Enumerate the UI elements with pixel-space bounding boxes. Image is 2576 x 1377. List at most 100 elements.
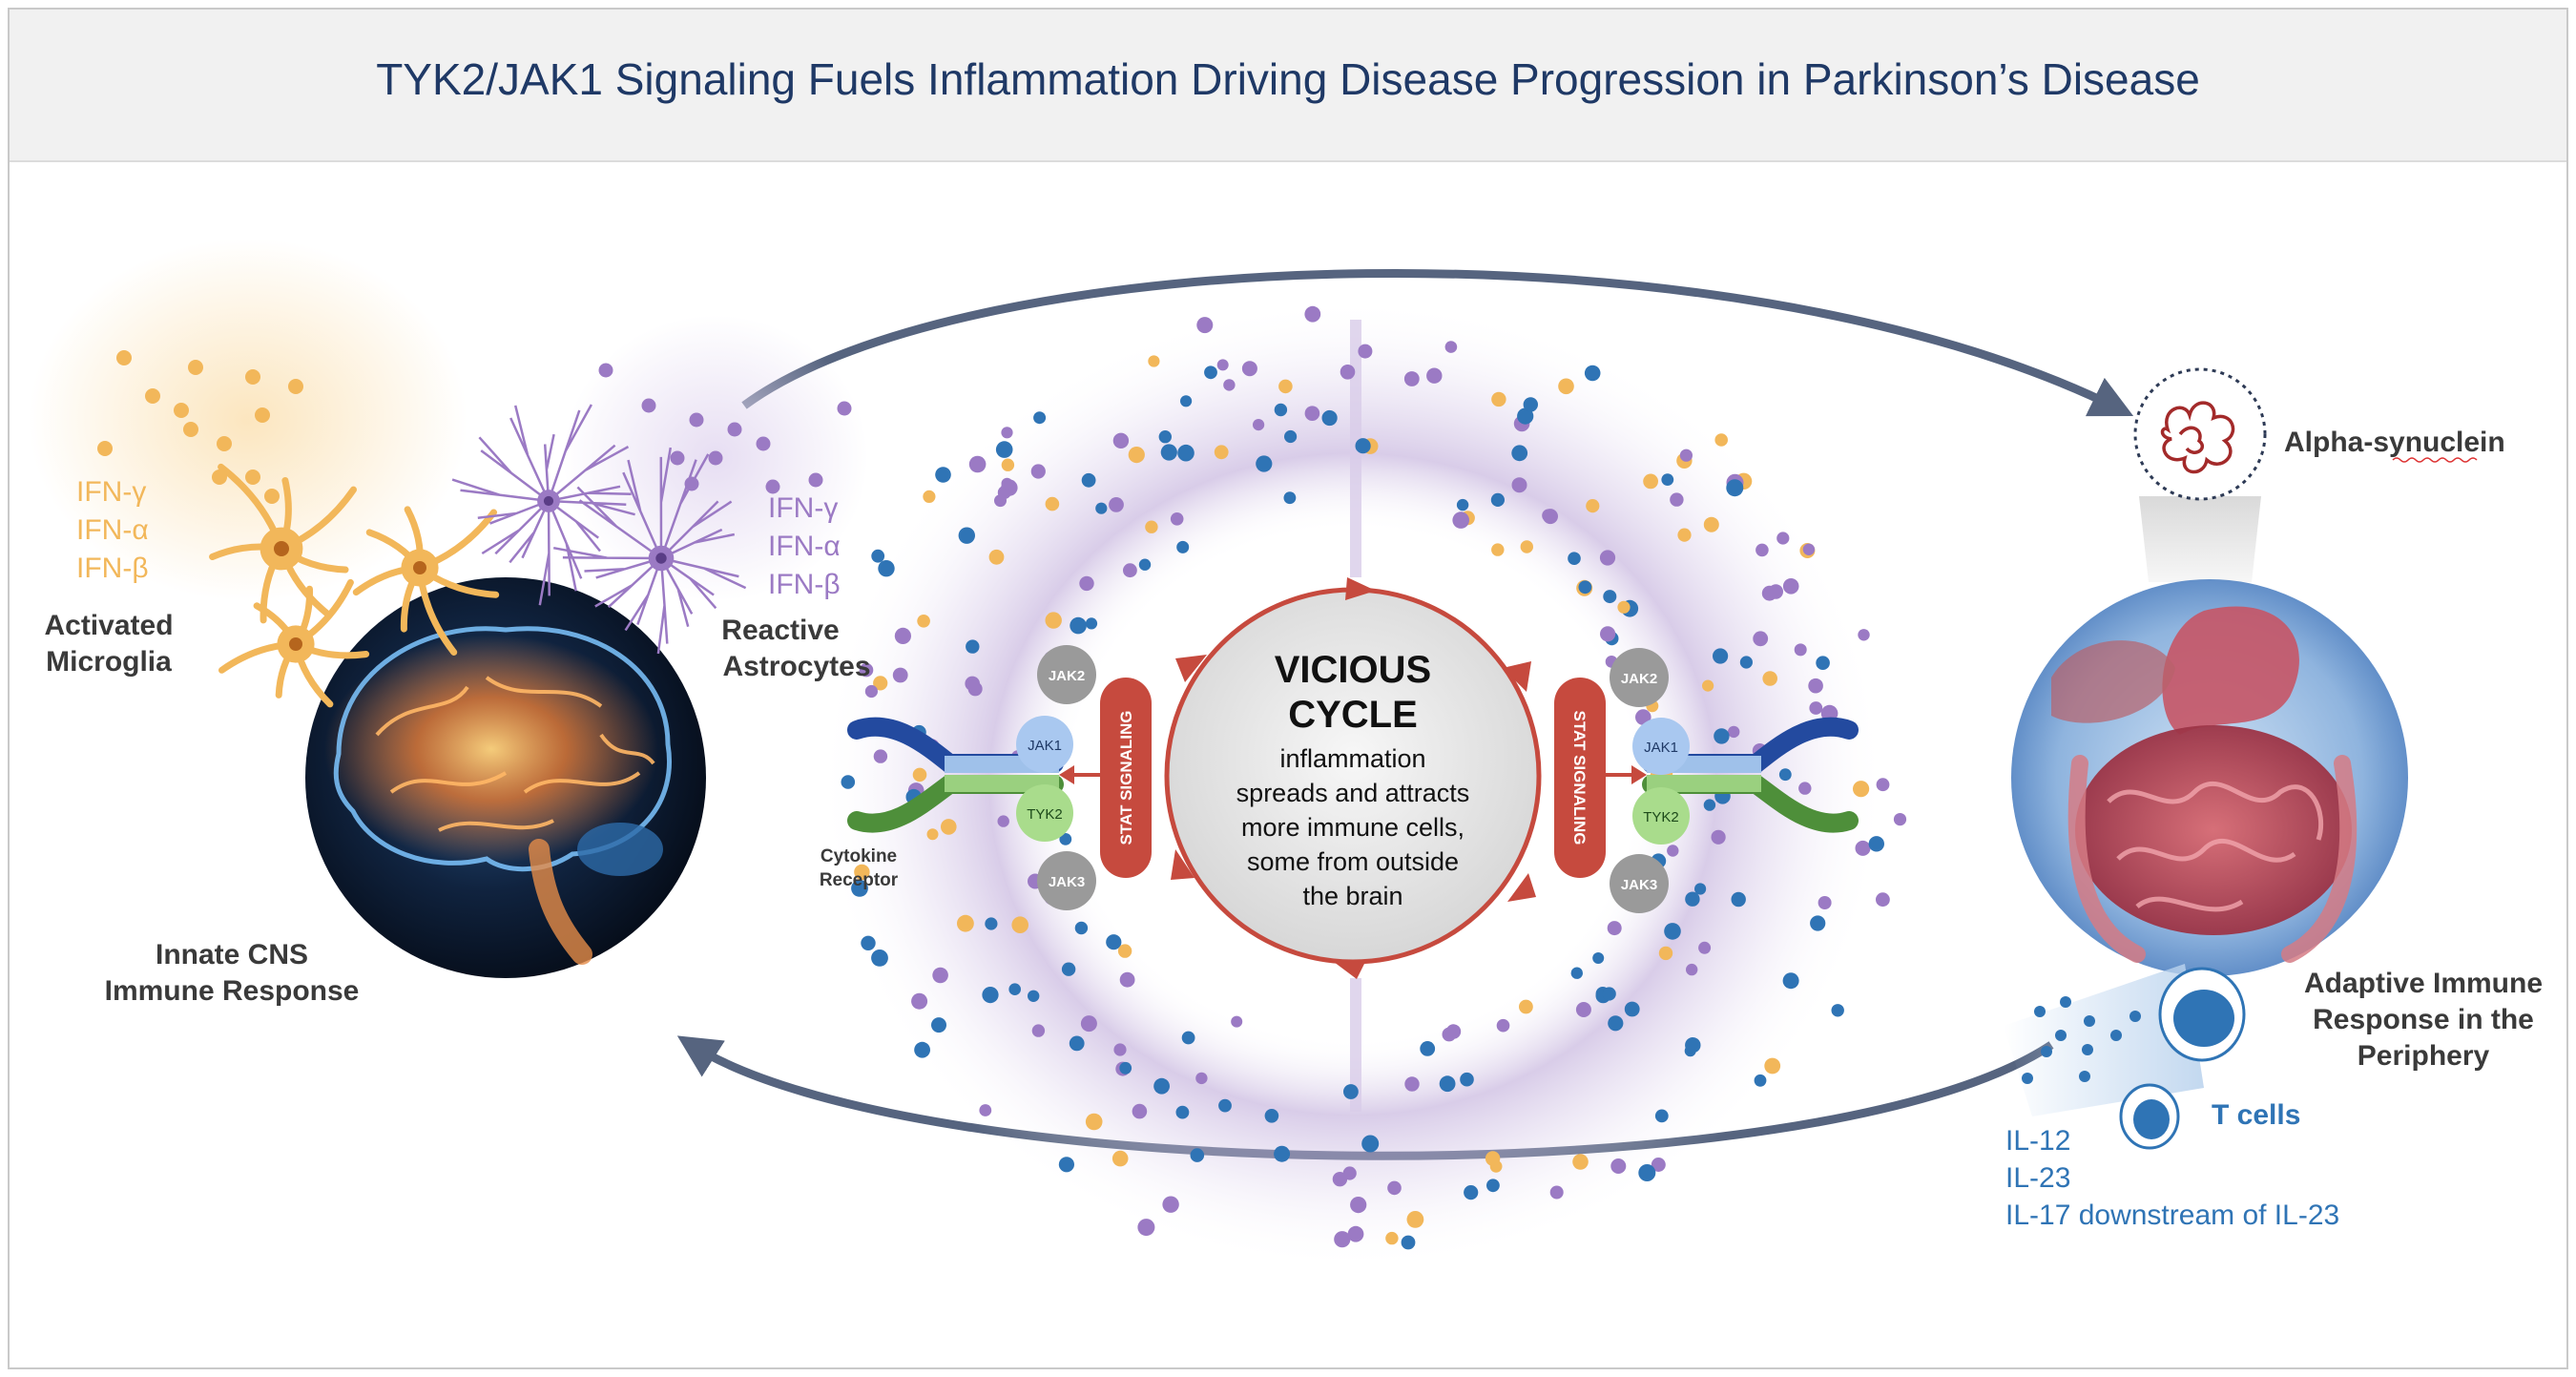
il-dot bbox=[2084, 1015, 2095, 1027]
cytokine-particle bbox=[1728, 725, 1740, 739]
cytokine-particle bbox=[995, 441, 1013, 458]
cytokine-particle bbox=[1059, 833, 1072, 845]
astrocyte-nucleus bbox=[543, 495, 554, 507]
cytokine-particle bbox=[1686, 963, 1698, 976]
cytokine-particle bbox=[1175, 1105, 1190, 1119]
cytokine-particle bbox=[1119, 1061, 1132, 1074]
cytokine-particle bbox=[1610, 1158, 1627, 1174]
ifn-dot-orange bbox=[174, 403, 189, 418]
cytokine-particle bbox=[923, 490, 936, 503]
cytokine-particle bbox=[1460, 1072, 1474, 1087]
cytokine-particle bbox=[1138, 558, 1152, 571]
cytokine-particle bbox=[1685, 891, 1700, 907]
cytokine-particle bbox=[1511, 477, 1527, 493]
cytokine-particle bbox=[1667, 845, 1679, 857]
synuclein-cone bbox=[2139, 496, 2261, 582]
cytokine-particle bbox=[1517, 407, 1534, 425]
cytokine-particle bbox=[1030, 464, 1046, 479]
tcell-large-nucleus bbox=[2173, 990, 2234, 1047]
left-jak1-node bbox=[1016, 716, 1073, 773]
microglia-ifn-alpha: IFN-α bbox=[76, 514, 149, 546]
cytokine-particle bbox=[1304, 406, 1320, 422]
periphery-label-3: Periphery bbox=[2358, 1040, 2490, 1072]
left-jak3-label: JAK3 bbox=[1049, 874, 1085, 890]
tcell-il23: IL-23 bbox=[2005, 1162, 2070, 1194]
ifn-dot-orange bbox=[245, 369, 260, 385]
cytokine-particle bbox=[1755, 543, 1769, 557]
cytokine-particle bbox=[1753, 631, 1769, 647]
liver bbox=[2051, 640, 2175, 723]
cytokine-particle bbox=[878, 560, 895, 577]
il-dot bbox=[2079, 1071, 2090, 1082]
il-dot bbox=[2129, 1011, 2141, 1022]
right-stat-signaling-label: STAT SIGNALING bbox=[1570, 710, 1589, 845]
astrocyte-process bbox=[478, 436, 550, 503]
cytokine-particle bbox=[1703, 799, 1716, 811]
astrocyte-process bbox=[594, 557, 662, 609]
cytokine-particle bbox=[994, 494, 1007, 508]
cytokine-particle bbox=[1679, 449, 1693, 462]
cytokine-particle bbox=[1158, 430, 1173, 444]
cytokine-particle bbox=[1603, 590, 1617, 604]
cytokine-particle bbox=[912, 767, 927, 782]
astrocyte-process bbox=[538, 500, 551, 606]
right-jak1-label: JAK1 bbox=[1644, 740, 1678, 756]
cycle-arrow-right bbox=[1503, 661, 1531, 692]
tcell-il17: IL-17 downstream of IL-23 bbox=[2005, 1200, 2339, 1231]
cytokine-particle bbox=[1444, 341, 1458, 353]
cytokine-particle bbox=[1204, 365, 1217, 380]
microglia-cells bbox=[209, 463, 500, 708]
cytokine-particle bbox=[1893, 813, 1907, 826]
cytokine-particle bbox=[1762, 671, 1777, 686]
cytokine-particle bbox=[1321, 409, 1338, 427]
cytokine-particle bbox=[1347, 1225, 1364, 1242]
cytokine-particle bbox=[1511, 445, 1528, 462]
ifn-dot-purple bbox=[684, 476, 699, 491]
ifn-dot-purple bbox=[837, 401, 852, 416]
cytokine-particle bbox=[1776, 532, 1790, 545]
right-jak2-label: JAK2 bbox=[1621, 671, 1657, 687]
cytokine-particle bbox=[1350, 1197, 1367, 1214]
cytokine-particle bbox=[1358, 344, 1373, 359]
cytokine-particle bbox=[1677, 528, 1692, 542]
cytokine-particle bbox=[1519, 999, 1533, 1014]
cycle-disc bbox=[1167, 590, 1539, 962]
cytokine-particle bbox=[1216, 359, 1229, 371]
cytokine-particle bbox=[1403, 371, 1420, 386]
cytokine-particle bbox=[1810, 915, 1826, 931]
synuclein-spell-underline bbox=[2392, 457, 2478, 463]
cytokine-particle bbox=[1584, 365, 1601, 382]
cytokine-particle bbox=[1033, 411, 1047, 425]
cytokine-particle bbox=[1868, 836, 1885, 852]
cytokine-particle bbox=[1703, 516, 1719, 532]
cytokine-particle bbox=[1011, 916, 1028, 933]
cytokine-particle bbox=[1608, 1015, 1624, 1032]
cytokine-particle bbox=[1624, 1001, 1640, 1017]
cytokine-particle bbox=[932, 967, 948, 984]
cycle-arrow-top bbox=[1345, 577, 1376, 600]
cytokine-particle bbox=[1490, 492, 1505, 507]
cytokine-particle bbox=[1361, 1135, 1380, 1153]
cytokine-particle bbox=[1456, 498, 1469, 511]
cytokine-particle bbox=[892, 667, 908, 683]
astrocyte-nucleus bbox=[655, 553, 667, 564]
cytokine-particle bbox=[1162, 1196, 1179, 1213]
astrocyte-process bbox=[481, 500, 550, 555]
cytokine-particle bbox=[1426, 367, 1443, 384]
cytokine-particle bbox=[966, 639, 980, 654]
astrocyte-process bbox=[552, 546, 662, 560]
cytokine-particle bbox=[1128, 447, 1145, 464]
cytokine-particle bbox=[931, 1017, 946, 1033]
cytokine-particle bbox=[1714, 728, 1730, 744]
cytokine-particle bbox=[1592, 952, 1605, 964]
cytokine-particle bbox=[1491, 391, 1506, 407]
astrocyte-process bbox=[477, 499, 550, 525]
top-arc-arrow bbox=[741, 268, 2134, 417]
cytokine-particle bbox=[1754, 1074, 1767, 1087]
astrocyte-process bbox=[509, 405, 551, 502]
cycle-title-line2: CYCLE bbox=[1288, 694, 1418, 736]
cytokine-particle bbox=[1045, 496, 1060, 511]
title-bar: TYK2/JAK1 Signaling Fuels Inflammation D… bbox=[10, 10, 2566, 162]
cytokine-particle bbox=[1818, 896, 1832, 909]
astrocyte-cells bbox=[451, 404, 747, 655]
